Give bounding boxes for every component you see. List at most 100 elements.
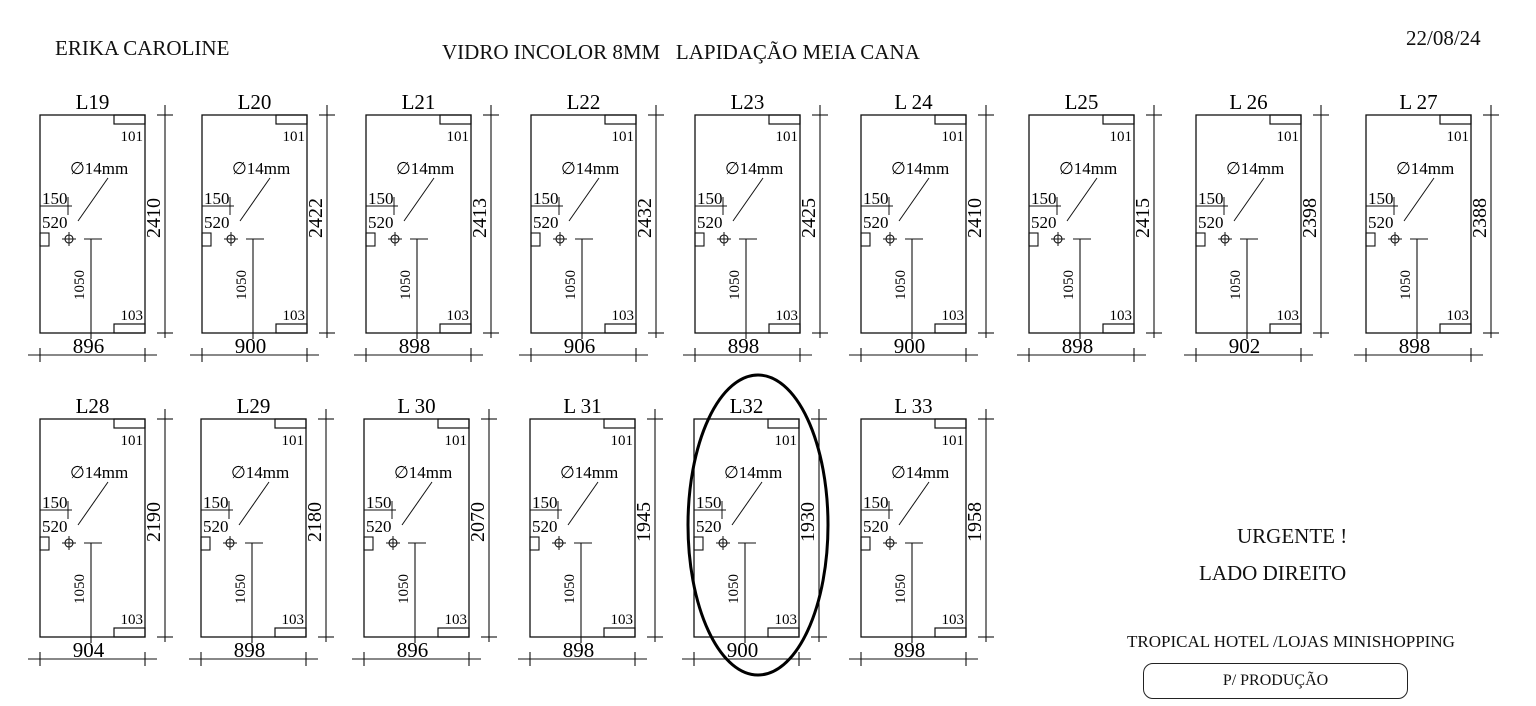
dim-520: 520 — [1031, 213, 1057, 232]
notch-bottom — [274, 627, 307, 638]
dim-150: 150 — [42, 493, 68, 512]
dim-520: 520 — [1198, 213, 1224, 232]
dim-150: 150 — [863, 189, 889, 208]
width-dim-value: 898 — [563, 638, 595, 662]
panel-outline — [201, 114, 308, 334]
dim-1050: 1050 — [1398, 270, 1414, 300]
hole-label: ∅14mm — [1396, 159, 1454, 178]
panel-label: L21 — [402, 90, 436, 114]
dim-520: 520 — [696, 517, 722, 536]
width-dim-value: 896 — [73, 334, 105, 358]
panel-label: L19 — [76, 90, 110, 114]
panel-label: L23 — [731, 90, 765, 114]
panel-label: L22 — [567, 90, 601, 114]
notch-bottom-label: 103 — [121, 612, 144, 628]
notch-bottom — [275, 323, 308, 334]
notch-top-label: 101 — [445, 433, 468, 449]
dim-150: 150 — [697, 189, 723, 208]
hole-leader — [567, 481, 599, 526]
panel-label: L 26 — [1229, 90, 1267, 114]
notch-top-label: 101 — [611, 433, 634, 449]
dim-520: 520 — [532, 517, 558, 536]
hinge-symbol — [529, 536, 540, 551]
dim-1050: 1050 — [233, 574, 249, 604]
notch-bottom — [437, 627, 470, 638]
hole-label: ∅14mm — [231, 463, 289, 482]
notch-bottom-label: 103 — [1110, 308, 1133, 324]
notch-bottom — [1439, 323, 1472, 334]
hole-label: ∅14mm — [396, 159, 454, 178]
notch-top — [604, 114, 637, 125]
notch-bottom-label: 103 — [1447, 308, 1470, 324]
notch-top — [934, 114, 967, 125]
hinge-symbol — [1028, 232, 1039, 247]
panel-outline — [530, 114, 637, 334]
width-dim-value: 902 — [1229, 334, 1261, 358]
dim-520: 520 — [42, 213, 68, 232]
notch-bottom-label: 103 — [942, 612, 965, 628]
notch-top-label: 101 — [612, 129, 635, 145]
panel-outline — [363, 418, 470, 638]
notch-bottom — [603, 627, 636, 638]
dim-150: 150 — [533, 189, 559, 208]
production-label: P/ PRODUÇÃO — [1222, 672, 1329, 689]
notch-top-label: 101 — [1447, 129, 1470, 145]
notch-top — [1102, 114, 1135, 125]
height-dim-value: 2180 — [304, 502, 326, 542]
dim-1050: 1050 — [563, 270, 579, 300]
dim-520: 520 — [697, 213, 723, 232]
width-dim-value: 904 — [73, 638, 105, 662]
dim-520: 520 — [203, 517, 229, 536]
notch-bottom-label: 103 — [282, 612, 305, 628]
panel-label: L 24 — [894, 90, 933, 114]
production-box: P/ PRODUÇÃO — [1143, 663, 1408, 699]
width-dim-value: 898 — [894, 638, 926, 662]
dim-520: 520 — [368, 213, 394, 232]
height-dim-value: 1958 — [964, 502, 986, 542]
hole-leader — [77, 481, 109, 526]
dim-150: 150 — [1198, 189, 1224, 208]
dim-150: 150 — [366, 493, 392, 512]
hole-leader — [77, 177, 109, 222]
notch-top — [1439, 114, 1472, 125]
width-dim-value: 898 — [234, 638, 266, 662]
notch-top-label: 101 — [1110, 129, 1133, 145]
hole-label: ∅14mm — [70, 463, 128, 482]
panel-label: L 33 — [894, 394, 932, 418]
hole-leader — [1233, 177, 1265, 222]
hinge-symbol — [1365, 232, 1376, 247]
width-dim-value: 900 — [727, 638, 759, 662]
notch-top-label: 101 — [283, 129, 306, 145]
hole-label: ∅14mm — [1059, 159, 1117, 178]
dim-150: 150 — [532, 493, 558, 512]
dim-520: 520 — [533, 213, 559, 232]
panel-label: L 30 — [397, 394, 435, 418]
hinge-symbol — [365, 232, 376, 247]
dim-1050: 1050 — [893, 574, 909, 604]
panel-outline — [39, 418, 146, 638]
notch-bottom — [113, 323, 146, 334]
hole-leader — [239, 177, 271, 222]
hole-leader — [731, 481, 763, 526]
dim-1050: 1050 — [398, 270, 414, 300]
height-dim-value: 2190 — [143, 502, 165, 542]
notch-bottom-label: 103 — [776, 308, 799, 324]
width-dim-value: 898 — [728, 334, 760, 358]
panel-label: L 31 — [563, 394, 601, 418]
hole-leader — [1066, 177, 1098, 222]
hole-label: ∅14mm — [70, 159, 128, 178]
dim-520: 520 — [863, 517, 889, 536]
notch-top-label: 101 — [282, 433, 305, 449]
notch-top — [767, 418, 800, 429]
panel-label: L 27 — [1399, 90, 1437, 114]
hole-leader — [403, 177, 435, 222]
dim-1050: 1050 — [234, 270, 250, 300]
notch-top — [113, 418, 146, 429]
width-dim-value: 898 — [1062, 334, 1094, 358]
panel-label: L32 — [730, 394, 764, 418]
height-dim-value: 2415 — [1132, 198, 1154, 238]
notch-top — [934, 418, 967, 429]
dim-1050: 1050 — [562, 574, 578, 604]
hinge-symbol — [39, 232, 50, 247]
notch-top — [275, 114, 308, 125]
